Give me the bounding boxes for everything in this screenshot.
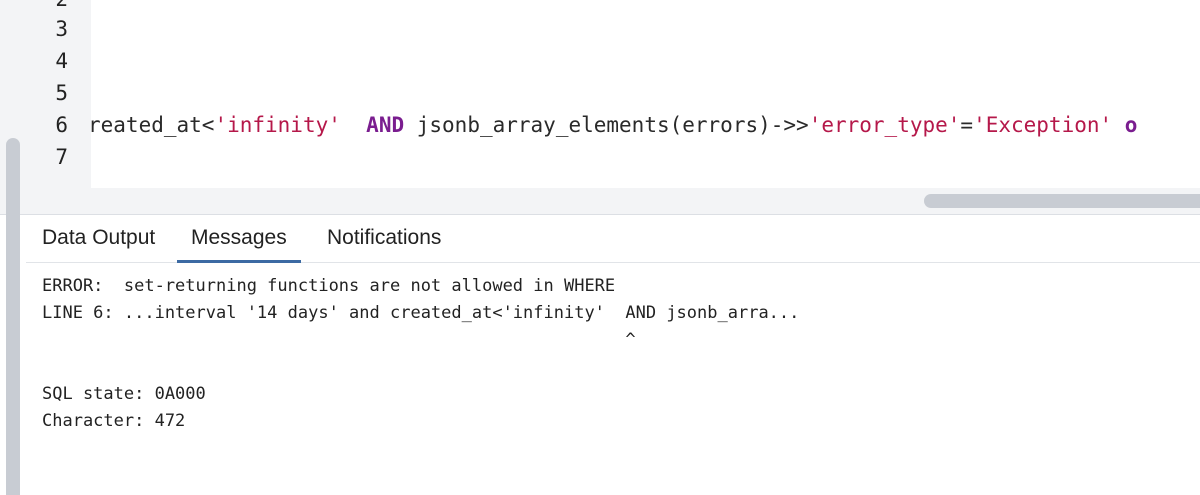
code-token-plain: reated_at< bbox=[91, 113, 215, 137]
line-number: 2 bbox=[0, 0, 68, 15]
horizontal-scrollbar-thumb[interactable] bbox=[924, 194, 1200, 208]
line-number: 7 bbox=[55, 145, 68, 169]
message-line-sql-state: SQL state: 0A000 bbox=[42, 384, 206, 404]
sql-editor[interactable]: 2 3 4 5 6 7 reated_at<'infinity' AND jso… bbox=[0, 0, 1200, 214]
code-token-plain: = bbox=[960, 113, 974, 137]
code-token-str: 'error_type' bbox=[808, 113, 961, 137]
code-area[interactable]: reated_at<'infinity' AND jsonb_array_ele… bbox=[91, 0, 1200, 188]
results-panel: Data Output Messages Notifications ERROR… bbox=[0, 214, 1200, 495]
tab-notifications[interactable]: Notifications bbox=[327, 226, 442, 249]
message-line: ERROR: set-returning functions are not a… bbox=[42, 276, 616, 296]
code-token-kw: o bbox=[1112, 113, 1138, 137]
line-number: 6 bbox=[55, 113, 68, 137]
code-token-kw: AND bbox=[366, 113, 405, 137]
vertical-scrollbar-thumb[interactable] bbox=[6, 138, 20, 495]
code-token-plain: jsonb_array_elements(errors)->> bbox=[404, 113, 809, 137]
message-line-character: Character: 472 bbox=[42, 411, 186, 431]
code-line-6[interactable]: reated_at<'infinity' AND jsonb_array_ele… bbox=[91, 109, 1137, 141]
code-token-str: 'Exception' bbox=[973, 113, 1113, 137]
line-number: 5 bbox=[55, 81, 68, 105]
tab-data-output[interactable]: Data Output bbox=[42, 226, 156, 249]
tab-messages[interactable]: Messages bbox=[177, 215, 301, 263]
message-line: LINE 6: ...interval '14 days' and create… bbox=[42, 303, 800, 323]
line-number: 4 bbox=[55, 49, 68, 73]
message-line-caret: ^ bbox=[42, 330, 636, 350]
code-token-plain bbox=[341, 113, 366, 137]
results-tabs: Data Output Messages Notifications bbox=[26, 215, 1200, 263]
code-token-str: 'infinity' bbox=[214, 113, 341, 137]
line-number: 3 bbox=[55, 17, 68, 41]
